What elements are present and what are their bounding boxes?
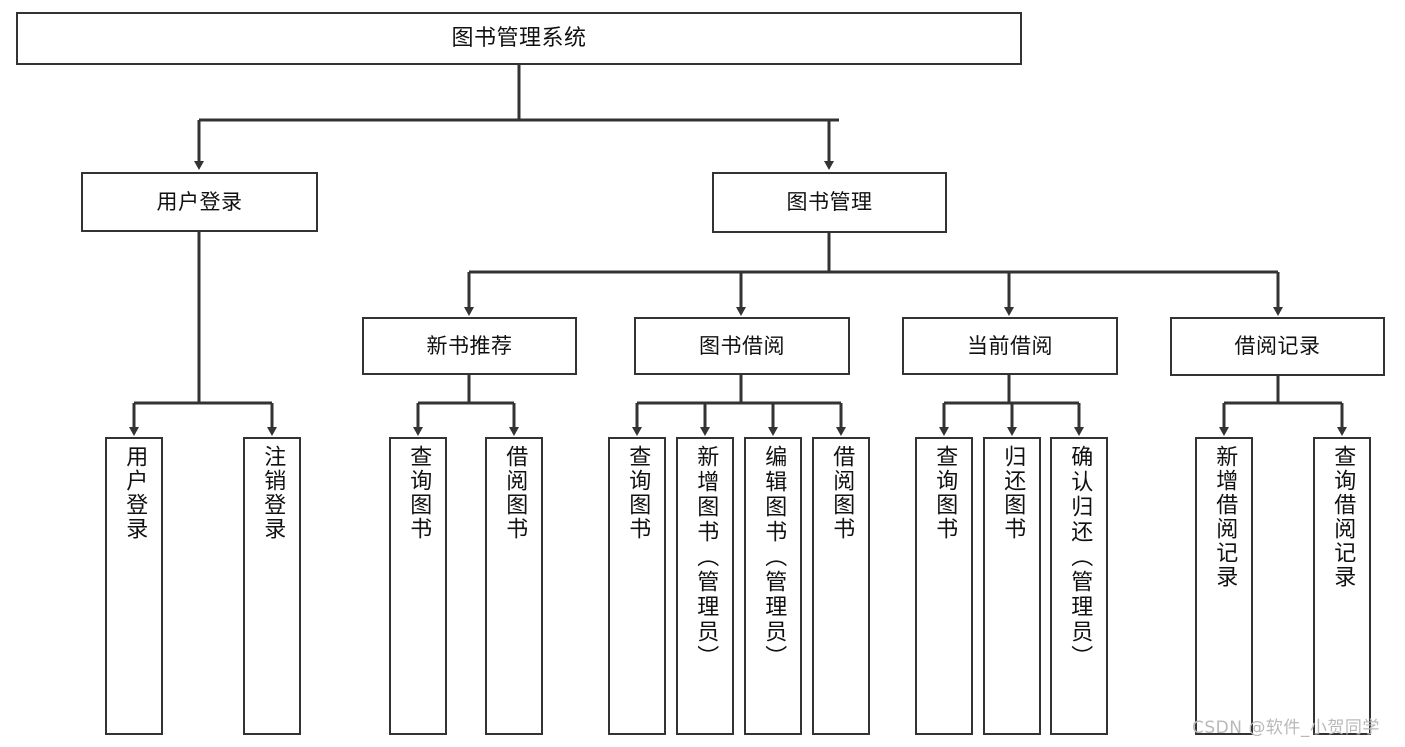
node-book-manage[interactable]: 图书管理 (712, 172, 947, 233)
node-leaf-rec-query-book[interactable]: 查询图书 (389, 437, 447, 735)
node-borrow-record[interactable]: 借阅记录 (1170, 317, 1385, 376)
node-new-book-rec[interactable]: 新书推荐 (362, 317, 577, 375)
node-borrow-record-label: 借阅记录 (1234, 334, 1321, 359)
node-leaf-rec-borrow-book[interactable]: 借阅图书 (485, 437, 543, 735)
node-leaf-rec-query-book-label: 查询图书 (406, 445, 432, 541)
node-leaf-cur-return-book[interactable]: 归还图书 (983, 437, 1041, 735)
node-leaf-user-logout-label: 注销登录 (260, 445, 286, 541)
node-current-borrow-label: 当前借阅 (967, 333, 1053, 358)
node-new-book-rec-label: 新书推荐 (426, 333, 513, 358)
node-leaf-borrow-query-book-label: 查询图书 (625, 445, 651, 541)
node-leaf-user-login-label: 用户登录 (122, 445, 148, 541)
node-root[interactable]: 图书管理系统 (16, 12, 1022, 65)
node-leaf-rec-query-record[interactable]: 查询借阅记录 (1313, 437, 1371, 735)
node-root-label: 图书管理系统 (451, 25, 587, 51)
node-book-manage-label: 图书管理 (786, 190, 873, 215)
node-book-borrow[interactable]: 图书借阅 (634, 317, 850, 375)
node-leaf-borrow-query-book[interactable]: 查询图书 (608, 437, 666, 735)
node-leaf-cur-query-book-label: 查询图书 (932, 445, 958, 541)
node-leaf-user-logout[interactable]: 注销登录 (243, 437, 301, 735)
node-leaf-cur-confirm-return-label: 确认归还（管理员） (1067, 445, 1093, 670)
node-leaf-rec-borrow-book-label: 借阅图书 (502, 445, 528, 541)
node-user-login-label: 用户登录 (156, 189, 243, 214)
node-user-login[interactable]: 用户登录 (81, 172, 318, 232)
node-leaf-borrow-edit-book[interactable]: 编辑图书（管理员） (744, 437, 802, 735)
csdn-watermark: CSDN @软件_小贺同学 (1192, 718, 1380, 738)
node-leaf-borrow-borrow-book[interactable]: 借阅图书 (812, 437, 870, 735)
node-book-borrow-label: 图书借阅 (699, 333, 785, 358)
node-leaf-borrow-edit-book-label: 编辑图书（管理员） (761, 445, 787, 670)
node-leaf-rec-query-record-label: 查询借阅记录 (1330, 445, 1356, 589)
node-leaf-rec-add-record-label: 新增借阅记录 (1212, 445, 1238, 589)
node-leaf-borrow-borrow-book-label: 借阅图书 (829, 445, 855, 541)
node-leaf-cur-confirm-return[interactable]: 确认归还（管理员） (1050, 437, 1108, 735)
node-leaf-borrow-add-book[interactable]: 新增图书（管理员） (676, 437, 734, 735)
node-current-borrow[interactable]: 当前借阅 (902, 317, 1118, 375)
node-leaf-cur-query-book[interactable]: 查询图书 (915, 437, 973, 735)
node-leaf-cur-return-book-label: 归还图书 (1000, 445, 1026, 541)
node-leaf-borrow-add-book-label: 新增图书（管理员） (693, 445, 719, 670)
node-leaf-user-login[interactable]: 用户登录 (105, 437, 163, 735)
node-leaf-rec-add-record[interactable]: 新增借阅记录 (1195, 437, 1253, 735)
